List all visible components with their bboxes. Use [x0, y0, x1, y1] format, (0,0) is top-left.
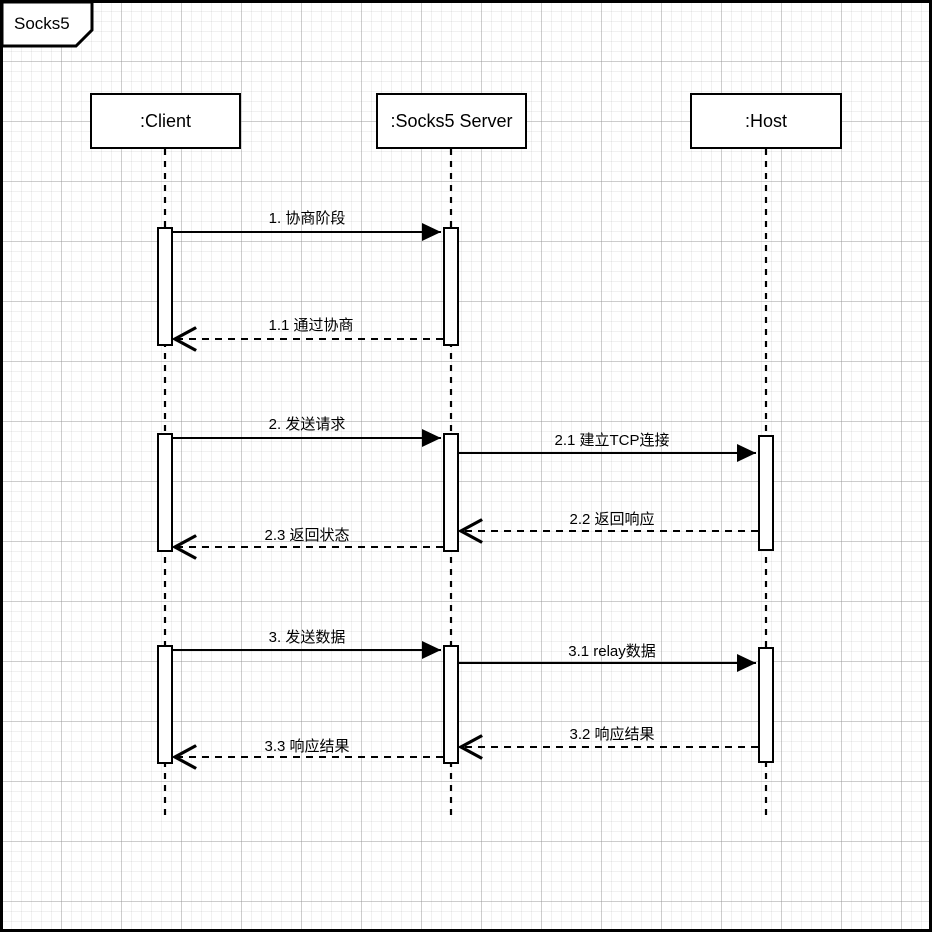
message-label-m3-1: 3.1 relay数据 — [568, 643, 656, 660]
lifeline-label-client: :Client — [139, 110, 192, 131]
message-label-m2-3: 2.3 返回状态 — [264, 527, 350, 544]
message-label-m3: 3. 发送数据 — [268, 629, 346, 646]
message-label-m2-2: 2.2 返回响应 — [569, 511, 655, 528]
activation-bar-client-3[interactable] — [157, 645, 173, 764]
activation-bar-host-2[interactable] — [758, 435, 774, 551]
lifeline-header-host[interactable]: :Host — [690, 93, 842, 149]
activation-bar-server-3[interactable] — [443, 645, 459, 764]
activation-bar-client-1[interactable] — [157, 227, 173, 346]
message-label-m2-1: 2.1 建立TCP连接 — [554, 432, 670, 449]
activation-bar-server-1[interactable] — [443, 227, 459, 346]
message-label-m1: 1. 协商阶段 — [268, 210, 346, 227]
activation-bar-host-3[interactable] — [758, 647, 774, 763]
lifeline-header-client[interactable]: :Client — [90, 93, 241, 149]
lifeline-label-host: :Host — [744, 110, 787, 131]
lifeline-label-server: :Socks5 Server — [390, 110, 513, 131]
activation-bar-server-2[interactable] — [443, 433, 459, 552]
frame-label: Socks5 — [14, 14, 70, 33]
message-label-m3-3: 3.3 响应结果 — [264, 738, 350, 755]
lifeline-dashes — [163, 149, 768, 820]
message-label-m1-1: 1.1 通过协商 — [268, 317, 354, 334]
activation-bar-client-2[interactable] — [157, 433, 173, 552]
message-label-m2: 2. 发送请求 — [268, 416, 346, 433]
lifeline-header-server[interactable]: :Socks5 Server — [376, 93, 527, 149]
message-lines — [173, 222, 758, 757]
message-label-m3-2: 3.2 响应结果 — [569, 726, 655, 743]
